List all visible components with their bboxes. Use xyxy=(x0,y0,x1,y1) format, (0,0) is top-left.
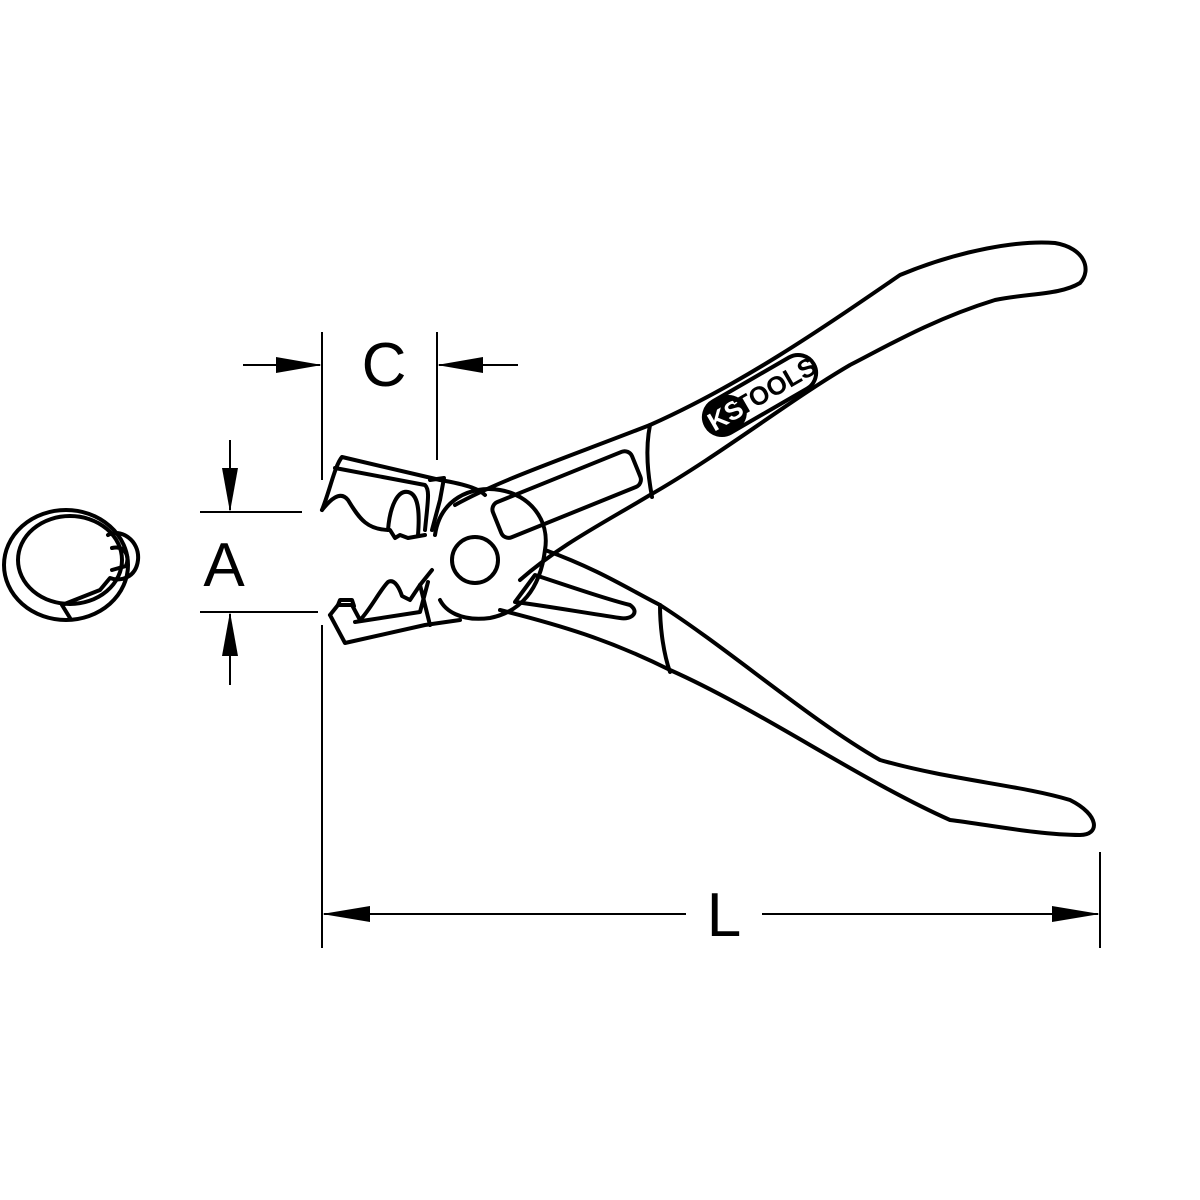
upper-jaw xyxy=(320,455,487,540)
hose-clamp xyxy=(2,508,141,622)
dimension-a-label: A xyxy=(203,531,245,600)
dimension-c xyxy=(243,332,518,480)
upper-grip-slot xyxy=(490,449,643,540)
upper-handle: KS TOOLS xyxy=(453,240,1088,582)
dimension-c-label: C xyxy=(362,331,407,400)
lower-handle xyxy=(498,548,1096,837)
pivot-head xyxy=(433,487,548,621)
lower-grip-slot xyxy=(513,573,637,621)
dimension-l xyxy=(321,625,1101,948)
dimension-a xyxy=(200,440,318,685)
lower-jaw xyxy=(328,568,462,645)
pivot-bolt xyxy=(450,535,500,585)
dimension-l-label: L xyxy=(707,881,741,950)
